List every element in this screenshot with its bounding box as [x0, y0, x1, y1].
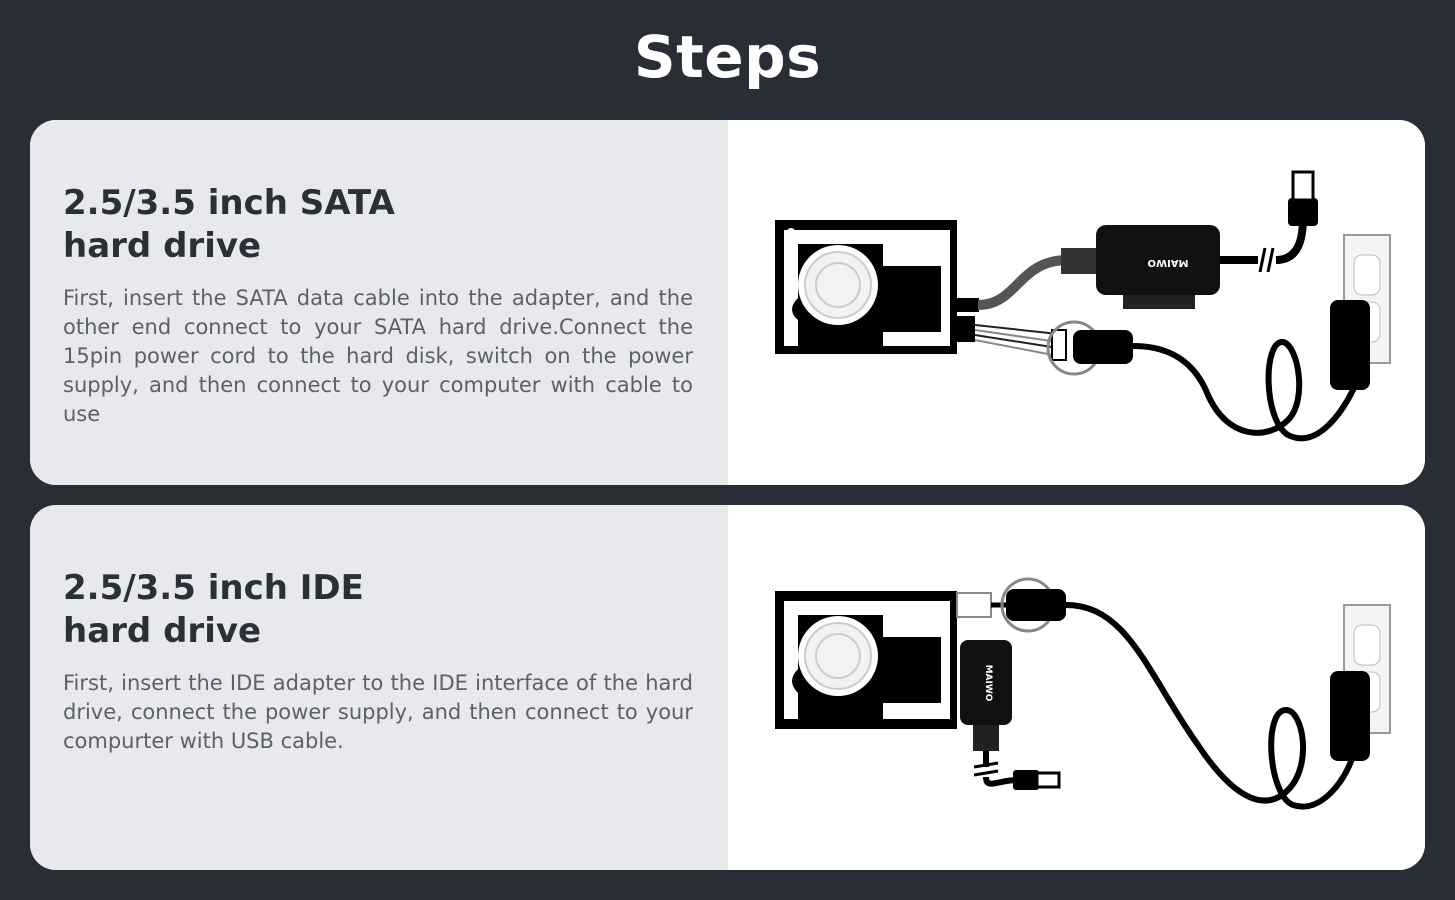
hard-drive-icon — [775, 591, 957, 729]
power-outlet-icon — [1330, 234, 1391, 390]
sata-connection-illustration: MAIWO — [728, 120, 1425, 485]
power-connector — [1006, 589, 1066, 621]
step-title: 2.5/3.5 inch IDE hard drive — [63, 568, 364, 651]
power-connector — [1073, 330, 1133, 364]
adapter-icon: MAIWO — [1096, 225, 1220, 309]
step-title: 2.5/3.5 inch SATA hard drive — [63, 183, 395, 266]
adapter-icon: MAIWO — [960, 640, 1012, 751]
sata-diagram: MAIWO — [775, 170, 1391, 442]
step-description: First, insert the SATA data cable into t… — [63, 286, 693, 426]
hard-drive-icon — [775, 220, 979, 354]
step-text-panel: 2.5/3.5 inch SATA hard drive First, inse… — [30, 120, 728, 485]
power-cable — [1065, 602, 1356, 810]
power-cable — [1132, 339, 1356, 442]
usb-plug-icon — [1288, 170, 1318, 226]
ide-connection-illustration: MAIWO — [728, 505, 1425, 870]
step-card-ide: 2.5/3.5 inch IDE hard drive First, inser… — [30, 505, 1425, 870]
usb-plug-icon — [1013, 770, 1061, 790]
power-outlet-icon — [1330, 604, 1391, 761]
step-card-sata: 2.5/3.5 inch SATA hard drive First, inse… — [30, 120, 1425, 485]
adapter-brand-label: MAIWO — [983, 665, 993, 702]
ide-diagram: MAIWO — [775, 577, 1391, 810]
step-text-panel: 2.5/3.5 inch IDE hard drive First, inser… — [30, 505, 728, 870]
adapter-brand-label: MAIWO — [1148, 257, 1189, 268]
sata-data-cable — [977, 255, 1069, 310]
page-title: Steps — [633, 23, 822, 91]
step-description: First, insert the IDE adapter to the IDE… — [63, 671, 693, 753]
power-wires — [974, 324, 1059, 357]
